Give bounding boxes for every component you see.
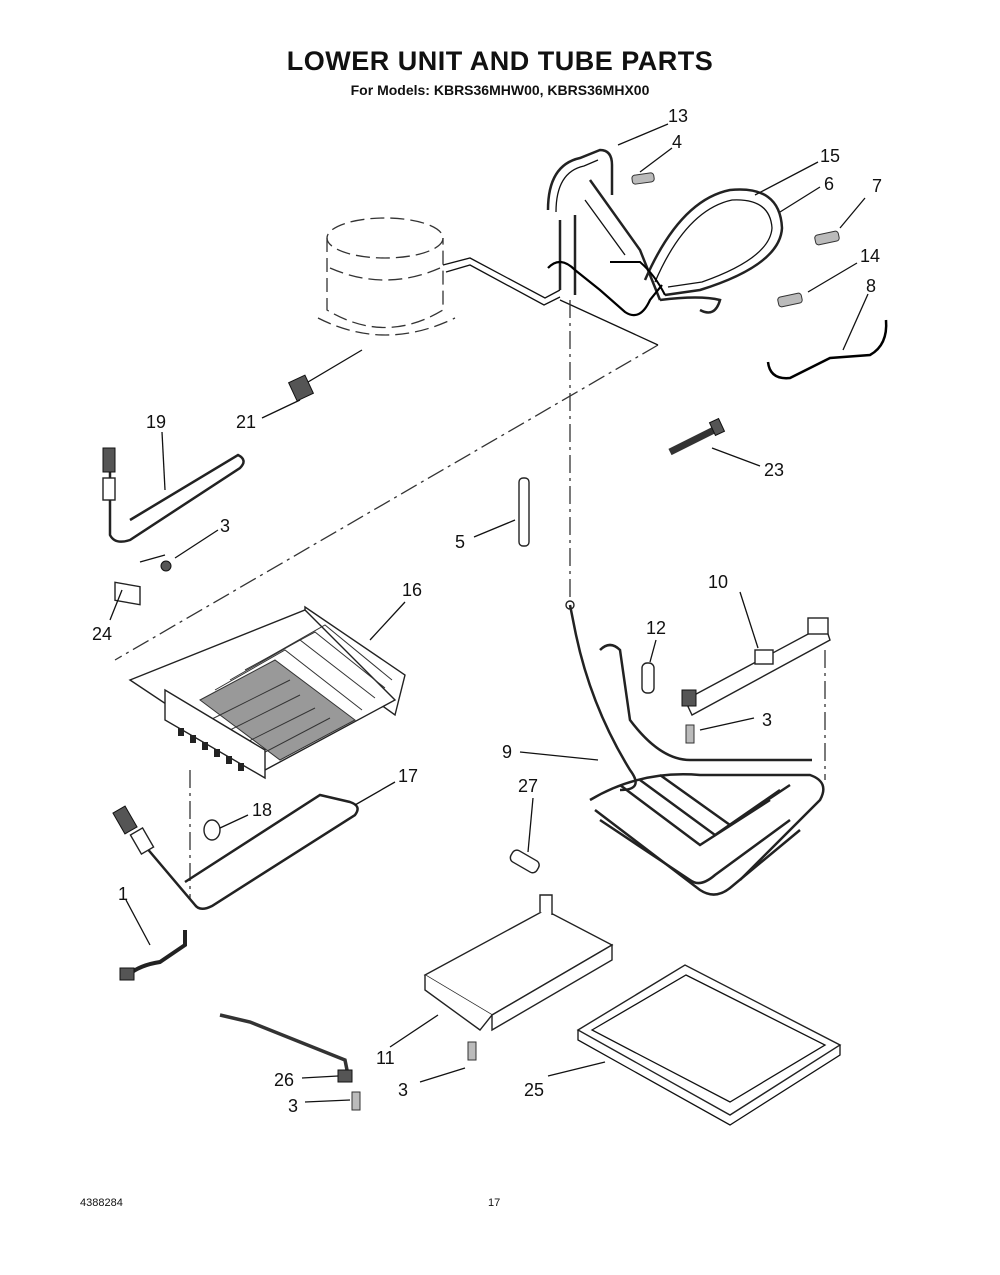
coil-9: [565, 600, 825, 896]
heater-17: [112, 793, 359, 910]
screw-3b: [685, 724, 695, 744]
rod-5: [518, 477, 530, 547]
callout-14: 14: [860, 246, 880, 266]
screw-3c: [467, 1041, 477, 1061]
callout-9: 9: [502, 742, 512, 762]
part-21: [287, 349, 363, 402]
small-tube-part-4: [631, 172, 655, 185]
callout-7: 7: [872, 176, 882, 196]
callout-12: 12: [646, 618, 666, 638]
callout-19: 19: [146, 412, 166, 432]
bracket-26: [219, 1013, 353, 1083]
screw-3a: [160, 560, 172, 572]
wire-harness-8: [766, 319, 888, 380]
callout-13: 13: [668, 106, 688, 126]
screw-3d: [351, 1091, 361, 1111]
page-number: 17: [488, 1197, 501, 1209]
callout-15: 15: [820, 146, 840, 166]
callout-18: 18: [252, 800, 272, 820]
callout-11: 11: [376, 1048, 395, 1068]
compressor-outline: [317, 217, 456, 336]
callout-17: 17: [398, 766, 418, 786]
callout-3c: 3: [398, 1080, 408, 1100]
evaporator-16: [128, 605, 406, 780]
wire-1: [119, 930, 187, 981]
part-23: [668, 417, 726, 456]
part-18: [203, 819, 221, 841]
assembly-line-evaporator: [114, 344, 659, 661]
callout-5: 5: [455, 532, 465, 552]
callout-8: 8: [866, 276, 876, 296]
callout-10: 10: [708, 572, 728, 592]
callout-3d: 3: [288, 1096, 298, 1116]
callout-23: 23: [764, 460, 784, 480]
callout-16: 16: [402, 580, 422, 600]
callout-6: 6: [824, 174, 834, 194]
part-27: [509, 849, 540, 874]
callout-27: 27: [518, 776, 538, 796]
model-subtitle: For Models: KBRS36MHW00, KBRS36MHX00: [350, 82, 650, 98]
callout-25: 25: [524, 1080, 544, 1100]
callout-3a: 3: [220, 516, 230, 536]
heater-19: [102, 447, 245, 543]
part-12: [641, 662, 655, 694]
tube-assembly: [546, 148, 784, 317]
document-number: 4388284: [80, 1197, 123, 1209]
tube-fitting-14: [777, 292, 803, 308]
bracket-10: [681, 617, 831, 716]
callout-26: 26: [274, 1070, 294, 1090]
callout-21: 21: [236, 412, 256, 432]
callout-4: 4: [672, 132, 682, 152]
leader-lines: [109, 123, 869, 1103]
callout-1: 1: [118, 884, 128, 904]
tube-fitting-7: [814, 230, 840, 246]
page-title: LOWER UNIT AND TUBE PARTS: [286, 46, 714, 76]
compressor-tube: [442, 257, 561, 299]
callout-24: 24: [92, 624, 112, 644]
pan-support-11: [423, 894, 614, 1032]
callout-3b: 3: [762, 710, 772, 730]
bracket-24: [114, 581, 141, 606]
drain-pan-25: [576, 964, 842, 1126]
